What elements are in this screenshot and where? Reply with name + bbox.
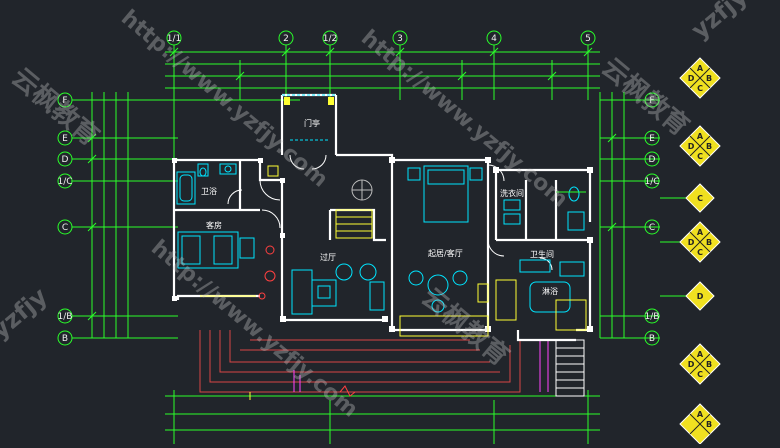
gate-accents xyxy=(282,94,336,141)
svg-text:C: C xyxy=(697,84,703,93)
watermark-url: http://www.yzfjy.com xyxy=(146,235,362,422)
room-label-shower: 淋浴 xyxy=(542,286,558,296)
room-labels: 门亭 卫浴 客房 过厅 起居/客厅 洗衣间 卫生间 淋浴 xyxy=(201,118,558,296)
diamond-marker: A B C D xyxy=(679,221,721,263)
furniture xyxy=(176,163,585,315)
room-label-laundry: 洗衣间 xyxy=(500,188,524,198)
doors xyxy=(227,154,553,271)
watermark-short: yzfjy xyxy=(686,0,753,45)
room-label-guest: 客房 xyxy=(206,220,222,230)
room-label-bath: 卫浴 xyxy=(201,186,217,196)
svg-text:B: B xyxy=(706,142,712,151)
svg-text:C: C xyxy=(697,194,703,203)
svg-text:B: B xyxy=(706,74,712,83)
diamond-markers: A B C D A B C D C A B C D xyxy=(679,57,721,445)
svg-text:D: D xyxy=(688,74,695,83)
axis-right-label: C xyxy=(649,223,655,233)
furniture-accents xyxy=(200,165,587,337)
axis-left-label: B xyxy=(62,334,68,344)
right-axis-labels: F E D 1/C C 1/B B xyxy=(644,92,660,346)
svg-text:D: D xyxy=(688,360,695,369)
diamond-marker: A B C D xyxy=(679,125,721,167)
axis-left-label: E xyxy=(62,134,68,144)
axis-top-label: 4 xyxy=(491,34,497,44)
axis-top-label: 2 xyxy=(283,34,289,44)
svg-text:A: A xyxy=(697,350,704,359)
axis-top-label: 1/2 xyxy=(323,34,337,44)
left-axis-labels: F E D 1/C C 1/B B xyxy=(57,92,73,346)
svg-text:B: B xyxy=(706,360,712,369)
watermarks: http://www.yzfjy.com http://www.yzfjy.co… xyxy=(0,0,753,423)
watermark-brand: 云枫教育 xyxy=(596,52,696,143)
diamond-marker: A B C D xyxy=(679,57,721,99)
axis-right-label: 1/C xyxy=(644,177,659,187)
axis-left-label: 1/C xyxy=(57,177,72,187)
svg-text:A: A xyxy=(697,64,704,73)
room-label-gate: 门亭 xyxy=(304,118,320,128)
svg-text:A: A xyxy=(697,228,704,237)
axis-right-label: 1/B xyxy=(645,312,660,322)
axis-right-label: E xyxy=(649,134,655,144)
dimension-ticks xyxy=(87,47,617,321)
axis-top-label: 5 xyxy=(585,34,591,44)
diamond-marker: C xyxy=(685,183,715,213)
svg-text:A: A xyxy=(697,132,704,141)
top-axis-labels: 1/1 2 1/2 3 4 5 xyxy=(166,30,596,46)
watermark-brand: 云枫教育 xyxy=(416,282,516,373)
svg-text:C: C xyxy=(697,370,703,379)
svg-text:D: D xyxy=(688,238,695,247)
axis-left-label: C xyxy=(62,223,68,233)
axis-grid xyxy=(72,45,686,444)
axis-top-label: 1/1 xyxy=(167,34,181,44)
diamond-marker: D xyxy=(685,281,715,311)
svg-text:B: B xyxy=(706,238,712,247)
svg-text:D: D xyxy=(697,292,704,301)
axis-right-label: F xyxy=(649,96,654,106)
svg-text:B: B xyxy=(706,420,712,429)
svg-text:C: C xyxy=(697,248,703,257)
diamond-marker: A B C D xyxy=(679,343,721,385)
axis-left-label: D xyxy=(62,155,69,165)
axis-top-label: 3 xyxy=(397,34,403,44)
room-label-hall: 过厅 xyxy=(320,252,336,262)
room-label-living: 起居/客厅 xyxy=(428,248,463,258)
room-label-wc: 卫生间 xyxy=(530,249,554,259)
svg-text:C: C xyxy=(697,152,703,161)
diamond-marker: A B xyxy=(679,403,721,445)
watermark-brand: 云枫教育 xyxy=(6,62,106,153)
axis-right-label: D xyxy=(649,155,656,165)
axis-right-label: B xyxy=(649,334,655,344)
axis-left-label: 1/B xyxy=(58,312,73,322)
svg-text:D: D xyxy=(688,142,695,151)
foundation-lines xyxy=(199,330,549,400)
watermark-short: yzfjy xyxy=(0,282,53,345)
exterior-steps xyxy=(555,339,585,397)
svg-text:A: A xyxy=(697,410,704,419)
axis-left-label: F xyxy=(62,96,67,106)
